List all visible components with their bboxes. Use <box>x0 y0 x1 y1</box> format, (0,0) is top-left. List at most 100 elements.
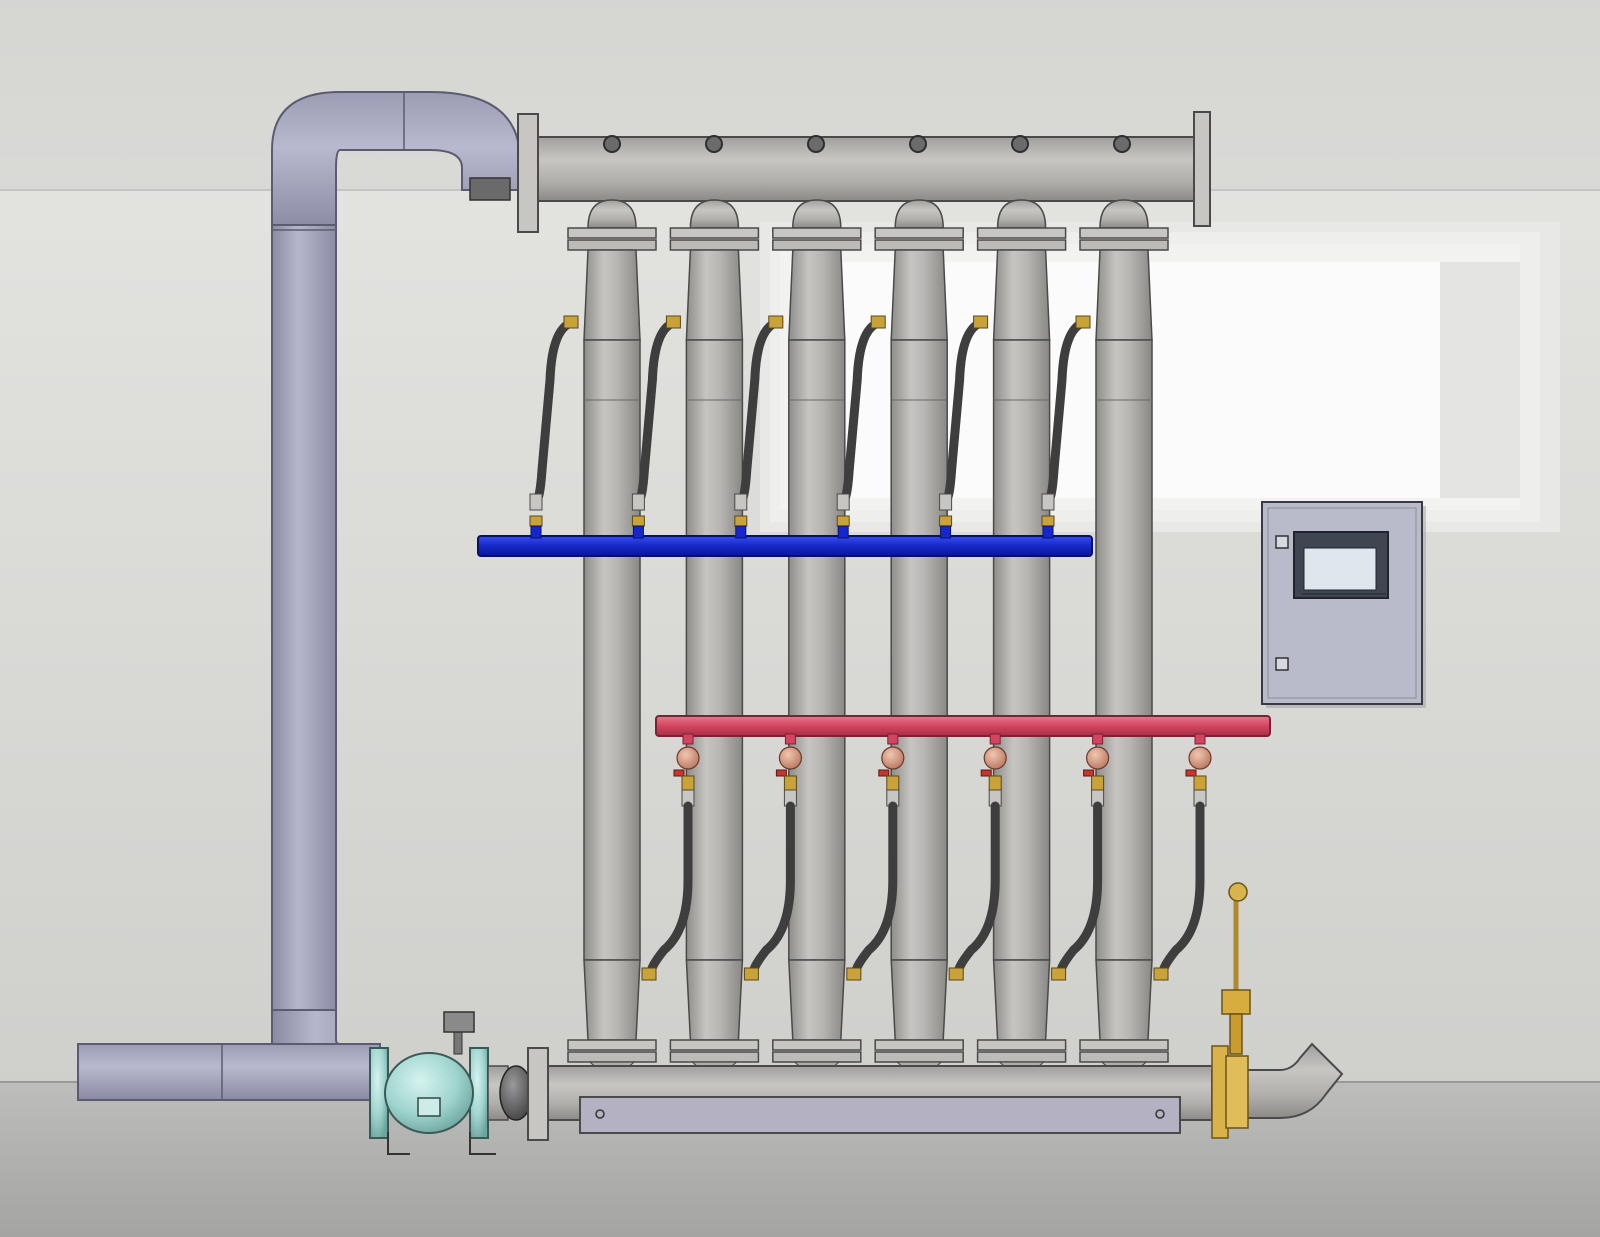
bottom-header-bracket <box>579 1096 1181 1134</box>
hose-brass-fitting <box>1041 515 1055 527</box>
tube-bottom-flange <box>976 1039 1067 1051</box>
cabinet-lock-top <box>1275 535 1289 549</box>
ball-valve-handle <box>1185 769 1197 777</box>
red-manifold-tap <box>1194 733 1206 745</box>
inlet-valve-assembly <box>369 1011 549 1155</box>
tube-shell <box>685 339 744 961</box>
red-manifold-tap <box>682 733 694 745</box>
tube-bottom-flange <box>669 1051 760 1063</box>
tube-top-flange <box>772 227 862 239</box>
heat-exchanger-6 <box>1079 199 1169 1074</box>
gate-valve-stem <box>1229 1013 1243 1055</box>
hose-end-fitting <box>939 493 953 511</box>
tube-lower-cone <box>890 959 948 1041</box>
valve-foot-right <box>469 1132 496 1155</box>
tube-bottom-flange <box>772 1039 862 1051</box>
hose-end-fitting <box>1041 493 1055 511</box>
hose-set-5 <box>939 315 1110 981</box>
header-port <box>1113 135 1131 153</box>
tube-top-flange <box>874 239 964 251</box>
tube-lower-cone <box>1095 959 1153 1041</box>
tube-upper-cone <box>890 249 948 341</box>
red-manifold-tap <box>887 733 899 745</box>
ball-valve <box>1085 746 1110 770</box>
hose-brass-fitting <box>1153 967 1169 981</box>
tube-shell <box>583 339 641 961</box>
tube-bottom-flange <box>669 1039 760 1051</box>
blue-manifold-tap <box>632 525 644 539</box>
ball-valve-handle <box>673 769 685 777</box>
hose-set-4 <box>836 315 1007 981</box>
blue-manifold <box>477 535 1093 557</box>
gate-valve-bonnet <box>1221 989 1251 1015</box>
outlet-elbow <box>1239 1042 1344 1119</box>
valve-foot-left <box>387 1132 410 1155</box>
hose-brass-fitting <box>836 515 850 527</box>
bracket-bolt-left <box>595 1109 605 1119</box>
ball-valve-handle <box>1083 769 1095 777</box>
inlet-flange-top <box>517 113 539 233</box>
hose-connections <box>529 315 1212 981</box>
hose-brass-fitting <box>665 315 681 329</box>
heat-exchanger-4 <box>874 199 964 1074</box>
gate-valve-body <box>1225 1055 1249 1129</box>
tube-upper-cone <box>1095 249 1153 341</box>
hose-brass-fitting <box>1075 315 1091 329</box>
tube-bottom-flange <box>874 1039 964 1051</box>
bottom-header <box>544 1042 1344 1134</box>
ball-valve-handle <box>980 769 992 777</box>
heat-exchanger-2 <box>669 199 760 1074</box>
hose-brass-fitting <box>988 775 1002 791</box>
supply-pipe-horizontal <box>77 1043 381 1101</box>
ball-valve-handle <box>775 769 787 777</box>
tube-top-flange <box>669 227 760 239</box>
blue-manifold-tap <box>1042 525 1054 539</box>
hose-end-fitting <box>631 493 645 511</box>
hose-brass-fitting <box>641 967 657 981</box>
hose-brass-fitting <box>1193 775 1207 791</box>
valve-actuator-stem <box>453 1029 463 1055</box>
tube-top-nozzle <box>689 199 740 229</box>
supply-pipe-vertical <box>271 224 337 1016</box>
top-header-body <box>537 136 1199 202</box>
tube-top-flange <box>874 227 964 239</box>
cabinet-lock-bottom <box>1275 657 1289 671</box>
red-manifold-tap <box>989 733 1001 745</box>
tube-top-flange <box>772 239 862 251</box>
hose-brass-fitting <box>1051 967 1067 981</box>
hose-set-2 <box>631 315 803 981</box>
tube-shell <box>890 339 948 961</box>
top-header <box>537 111 1211 227</box>
tube-bottom-flange <box>567 1039 657 1051</box>
hose-set-6 <box>1041 315 1212 981</box>
tube-top-flange <box>1079 239 1169 251</box>
tube-bottom-flange <box>1079 1039 1169 1051</box>
tube-bottom-flange <box>567 1051 657 1063</box>
red-manifold-tap <box>784 733 796 745</box>
tube-bottom-flange <box>976 1051 1067 1063</box>
valve-nameplate <box>417 1097 441 1117</box>
ball-valve <box>676 746 700 770</box>
tube-upper-cone <box>583 249 641 341</box>
tube-top-flange <box>567 227 657 239</box>
ball-valve <box>881 746 905 770</box>
header-port <box>603 135 621 153</box>
blue-manifold-tap <box>940 525 952 539</box>
hose-set-1 <box>529 315 700 981</box>
hose-brass-fitting <box>768 315 784 329</box>
tube-top-flange <box>976 227 1067 239</box>
hose-brass-fitting <box>948 967 964 981</box>
blue-manifold-tap <box>837 525 849 539</box>
tube-top-nozzle <box>587 199 637 229</box>
tube-top-flange <box>669 239 760 251</box>
tube-upper-cone <box>992 249 1051 341</box>
hose-brass-fitting <box>734 515 748 527</box>
hose-brass-fitting <box>939 515 953 527</box>
tube-bottom-flange <box>772 1051 862 1063</box>
tube-shell <box>992 339 1051 961</box>
tube-lower-cone <box>788 959 846 1041</box>
window-mullion <box>1440 262 1520 498</box>
control-cabinet <box>1261 501 1426 708</box>
ball-valve-handle <box>878 769 890 777</box>
